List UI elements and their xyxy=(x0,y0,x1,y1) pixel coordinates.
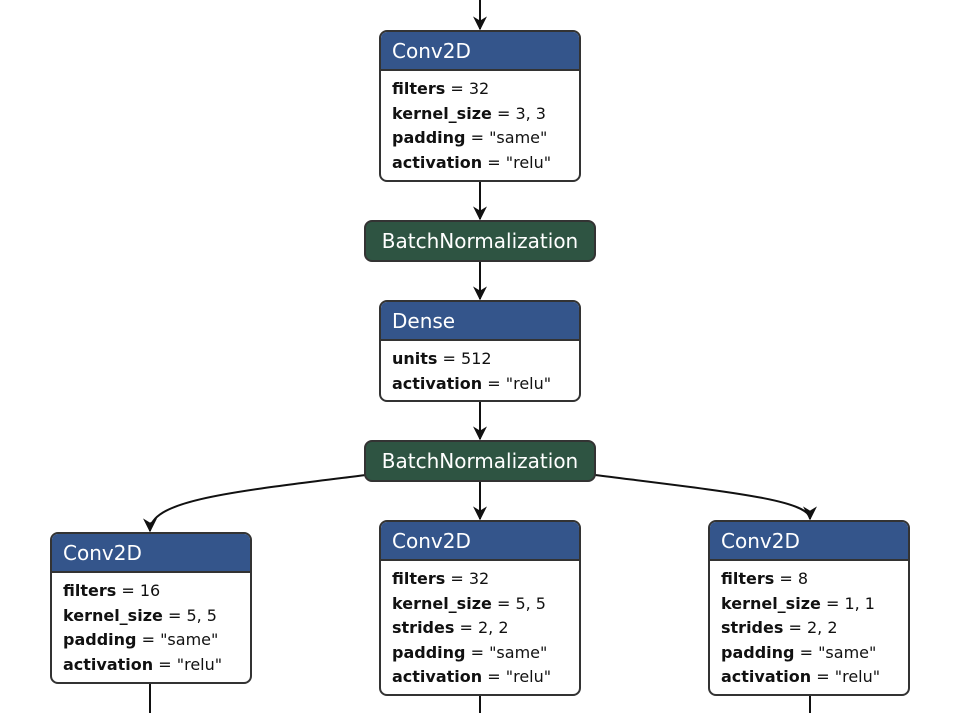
edge-batchnorm-2-to-conv2d-right xyxy=(594,474,817,521)
layer-param-row: filters = 32 xyxy=(392,77,579,102)
param-value: = "relu" xyxy=(487,152,552,172)
param-key: activation xyxy=(392,152,483,172)
param-key: activation xyxy=(63,654,154,674)
param-value: = "same" xyxy=(799,642,877,662)
layer-param-row: strides = 2, 2 xyxy=(392,616,579,641)
param-key: activation xyxy=(721,667,812,686)
param-key: strides xyxy=(392,618,455,637)
param-key: kernel_size xyxy=(721,593,821,613)
param-key: filters xyxy=(392,569,446,588)
layer-param-row: filters = 32 xyxy=(392,567,579,592)
param-key: activation xyxy=(392,373,483,393)
param-key: filters xyxy=(721,569,775,588)
param-key: kernel_size xyxy=(392,103,492,123)
param-value: = "relu" xyxy=(158,654,223,674)
layer-node-batchnorm-2[interactable]: BatchNormalization xyxy=(364,440,596,482)
param-value: = 32 xyxy=(450,569,490,588)
param-value: = "same" xyxy=(470,128,548,147)
layer-param-row: units = 512 xyxy=(392,347,579,372)
layer-param-row: activation = "relu" xyxy=(392,372,579,397)
param-value: = "same" xyxy=(470,642,548,662)
param-value: = 512 xyxy=(442,349,492,368)
param-value: = 5, 5 xyxy=(496,593,546,613)
layer-param-row: filters = 16 xyxy=(63,579,250,604)
layer-title: Conv2D xyxy=(381,522,579,561)
layer-node-batchnorm-1[interactable]: BatchNormalization xyxy=(364,220,596,262)
layer-param-row: padding = "same" xyxy=(721,641,908,666)
param-key: filters xyxy=(392,79,446,98)
param-value: = 1, 1 xyxy=(825,593,875,613)
param-key: kernel_size xyxy=(392,593,492,613)
layer-title: Conv2D xyxy=(52,534,250,573)
param-key: filters xyxy=(63,581,117,600)
param-value: = 16 xyxy=(121,581,161,600)
layer-param-row: activation = "relu" xyxy=(392,151,579,176)
param-key: activation xyxy=(392,667,483,686)
edge-batchnorm-2-to-conv2d-left xyxy=(143,474,367,533)
param-key: strides xyxy=(721,618,784,637)
layer-param-row: filters = 8 xyxy=(721,567,908,592)
layer-param-row: padding = "same" xyxy=(392,126,579,151)
param-key: padding xyxy=(63,630,137,649)
param-value: = 5, 5 xyxy=(167,605,217,625)
layer-param-row: kernel_size = 5, 5 xyxy=(392,592,579,617)
param-key: kernel_size xyxy=(63,605,163,625)
layer-title: Conv2D xyxy=(381,32,579,71)
param-value: = "relu" xyxy=(487,373,552,393)
layer-param-row: kernel_size = 1, 1 xyxy=(721,592,908,617)
layer-param-row: activation = "relu" xyxy=(721,665,908,690)
layer-param-row: strides = 2, 2 xyxy=(721,616,908,641)
layer-param-row: activation = "relu" xyxy=(63,653,250,678)
layer-title: Dense xyxy=(381,302,579,341)
param-value: = "relu" xyxy=(487,667,552,686)
param-value: = "relu" xyxy=(816,667,881,686)
layer-param-row: kernel_size = 3, 3 xyxy=(392,102,579,127)
layer-title: Conv2D xyxy=(710,522,908,561)
layer-param-row: activation = "relu" xyxy=(392,665,579,690)
param-key: padding xyxy=(392,128,466,147)
layer-param-row: kernel_size = 5, 5 xyxy=(63,604,250,629)
param-value: = 32 xyxy=(450,79,490,98)
layer-param-row: padding = "same" xyxy=(63,628,250,653)
layer-param-row: padding = "same" xyxy=(392,641,579,666)
param-value: = "same" xyxy=(141,630,219,649)
param-key: units xyxy=(392,349,438,368)
param-value: = 2, 2 xyxy=(788,618,838,637)
param-key: padding xyxy=(721,642,795,662)
param-value: = 2, 2 xyxy=(459,618,509,637)
param-value: = 8 xyxy=(779,569,809,588)
param-key: padding xyxy=(392,642,466,662)
param-value: = 3, 3 xyxy=(496,103,546,123)
